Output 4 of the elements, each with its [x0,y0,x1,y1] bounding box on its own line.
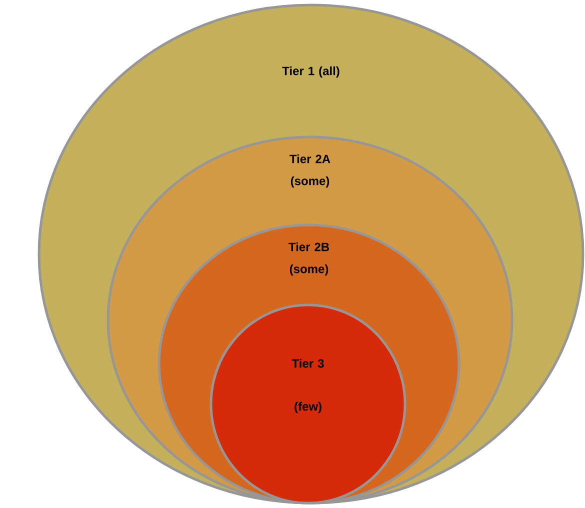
tier-label: Tier 2A (some) [290,154,330,188]
tier-label: Tier 1 (all) [282,66,340,78]
tier-label: Tier 3 (few) [292,358,324,414]
tier-label: Tier 2B (some) [288,242,330,276]
